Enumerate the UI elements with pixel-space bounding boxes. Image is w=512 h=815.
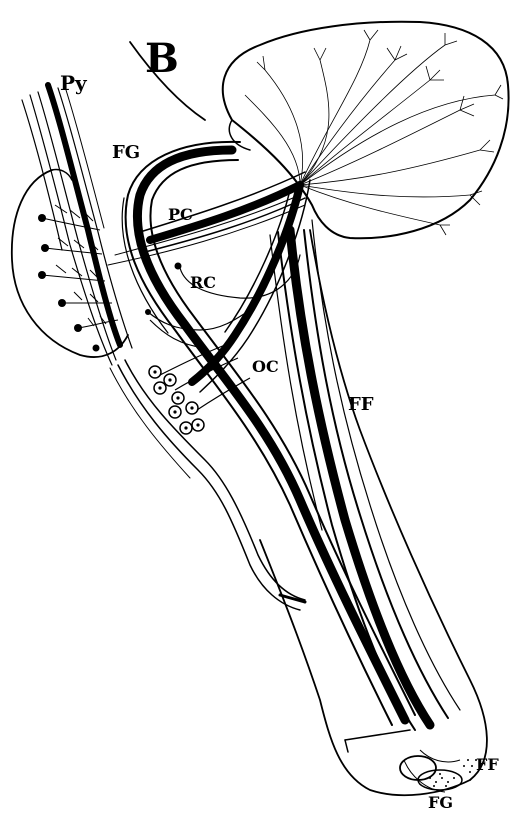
fg-loop (122, 142, 415, 725)
label-rc: RC (190, 273, 216, 292)
label-ff-mid: FF (348, 394, 374, 415)
lateral-strand (110, 360, 305, 610)
label-b: B (145, 35, 179, 82)
label-py: Py (60, 71, 88, 95)
label-fg-bottom: FG (428, 793, 453, 812)
label-fg-top: FG (112, 142, 140, 163)
ff-bundle (270, 220, 460, 730)
left-lobe (12, 169, 128, 357)
label-pc: PC (168, 205, 193, 224)
label-ff-bottom: FF (476, 755, 499, 774)
label-oc: OC (252, 357, 279, 376)
